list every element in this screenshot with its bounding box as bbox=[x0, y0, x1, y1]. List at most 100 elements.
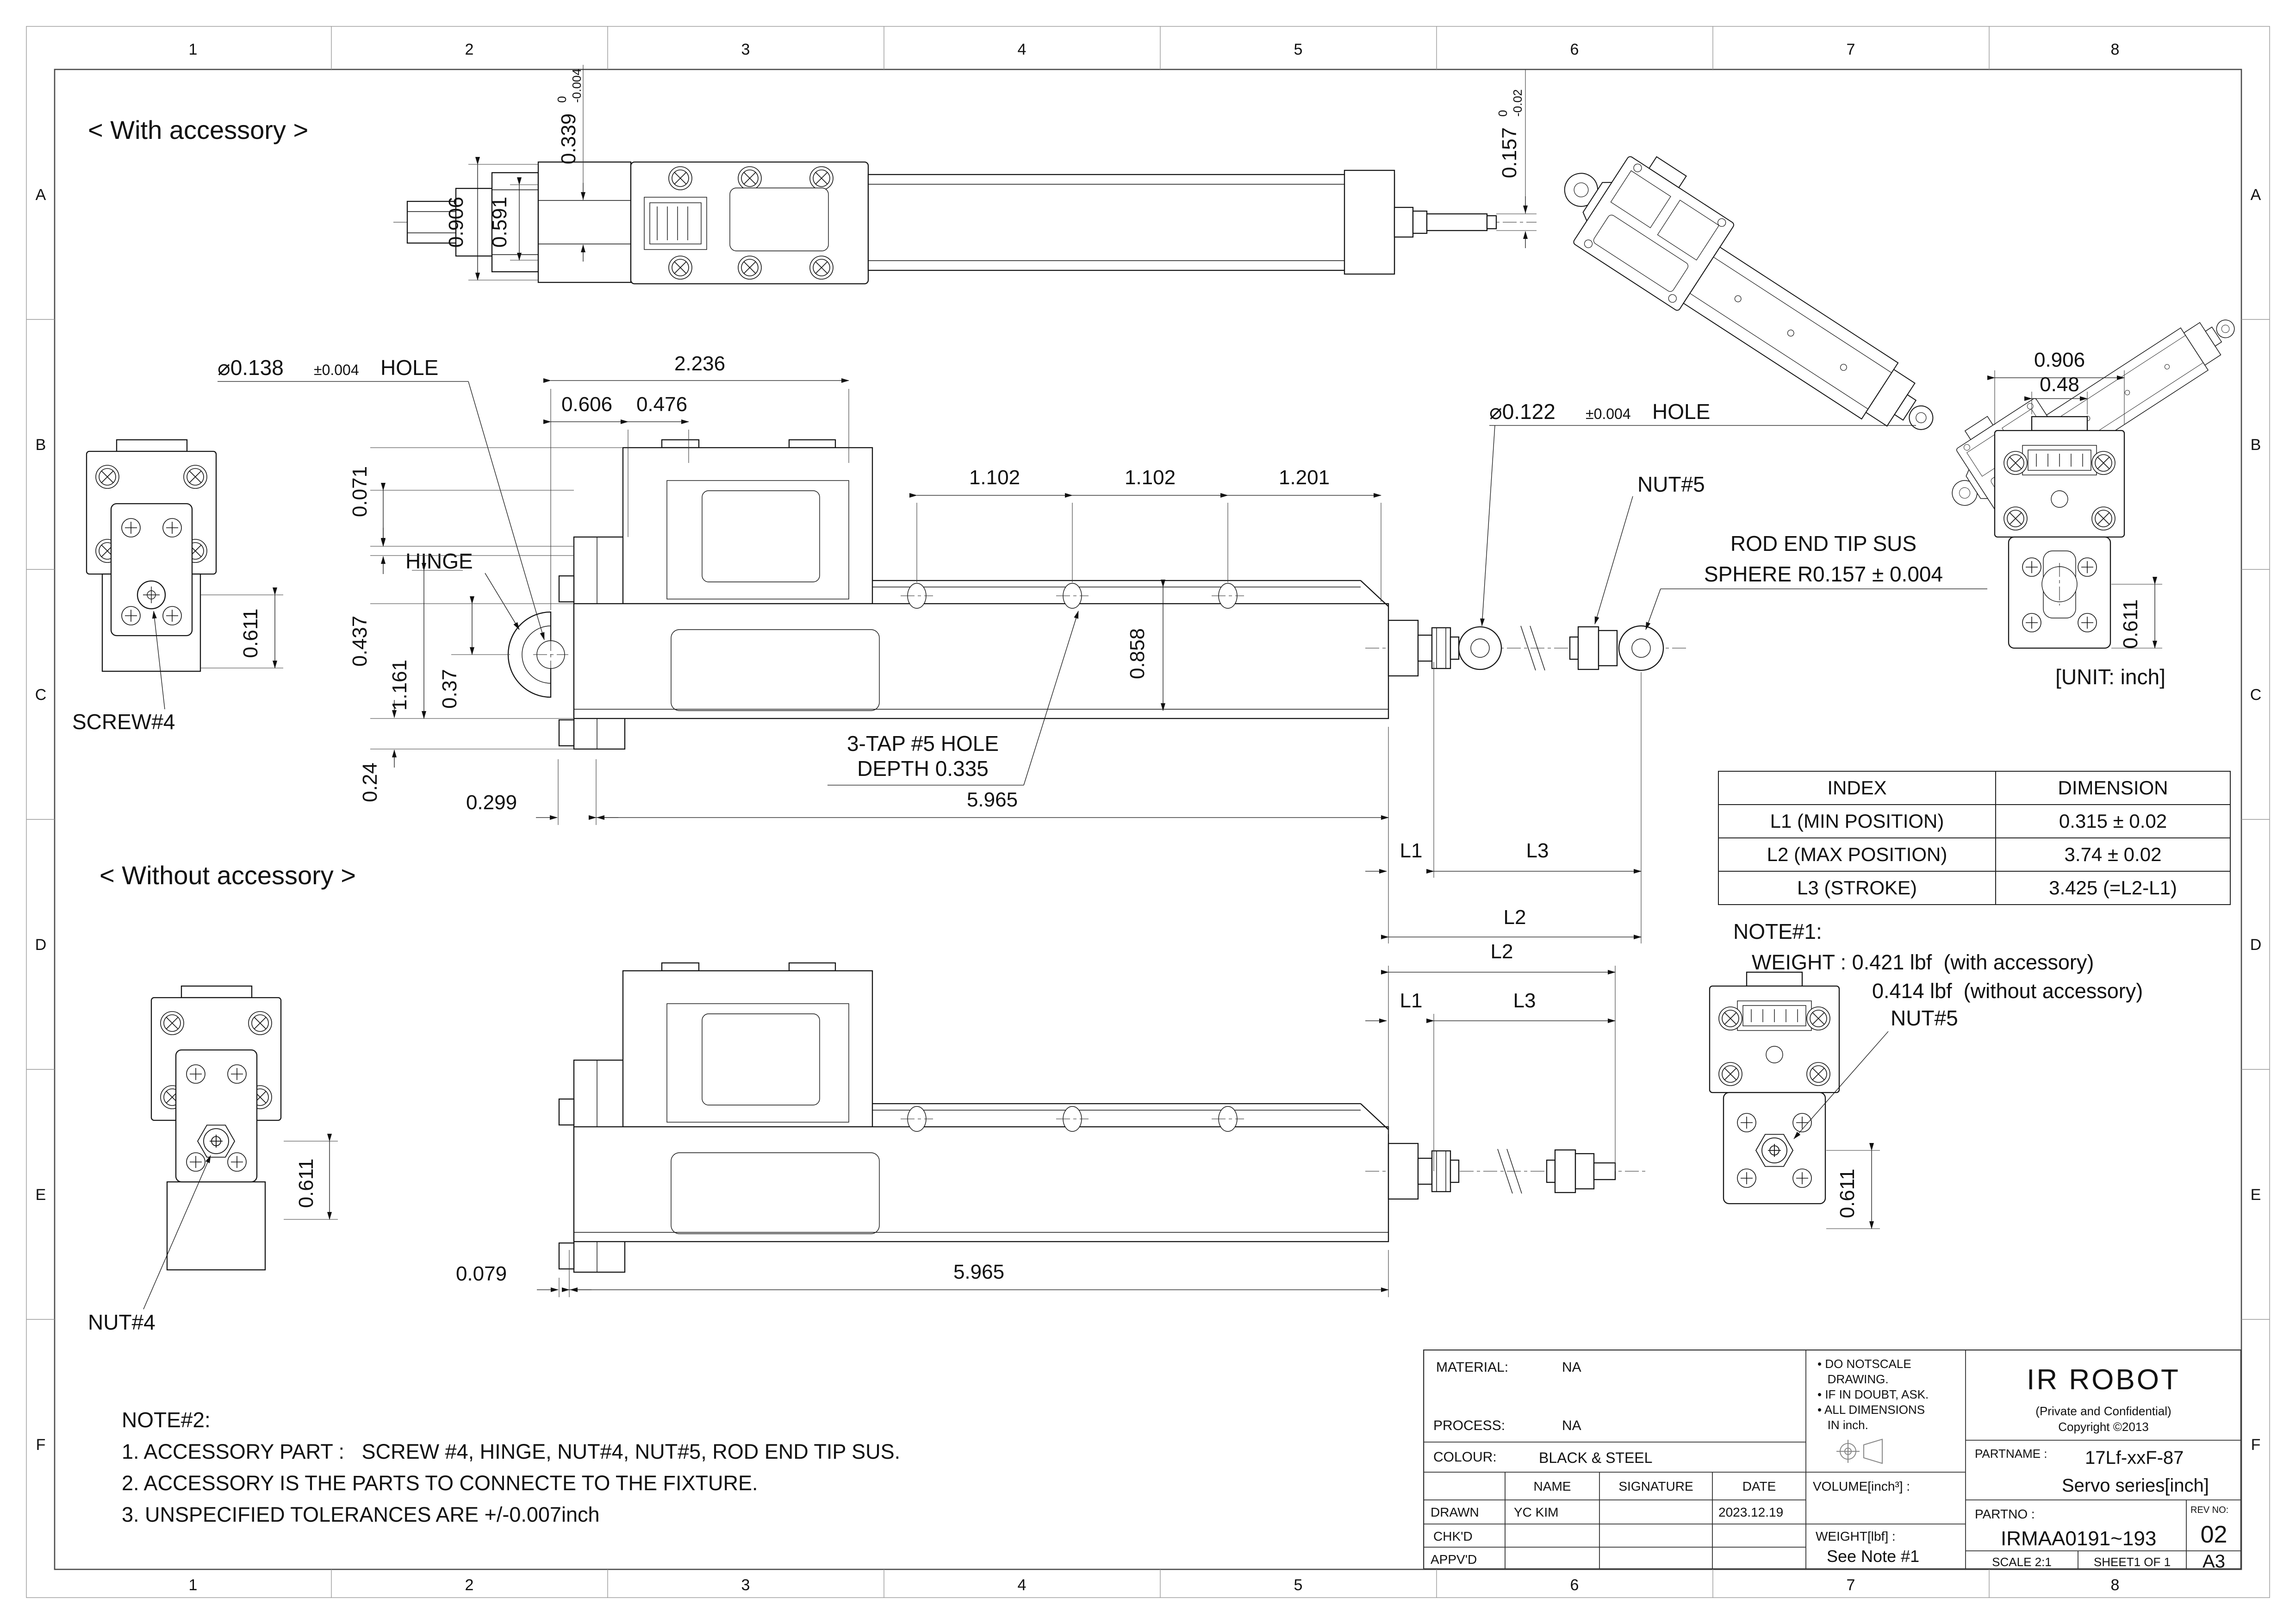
hole122-callout: ⌀0.122 ±0.004 HOLE bbox=[1480, 400, 1916, 626]
dim-0299: 0.299 bbox=[466, 791, 517, 814]
dim-1161: 1.161 bbox=[388, 660, 411, 711]
nut5-label-view2: NUT#5 bbox=[1891, 1006, 1958, 1030]
note2-block: NOTE#2: 1. ACCESSORY PART : SCREW #4, HI… bbox=[122, 1407, 900, 1527]
colour-value: BLACK & STEEL bbox=[1539, 1449, 1653, 1466]
dim-0611-view2-left: 0.611 bbox=[295, 1159, 317, 1208]
view1-rod-assembly bbox=[1365, 619, 1689, 677]
dim-2236: 2.236 bbox=[674, 352, 725, 375]
svg-text:SPHERE R0.157 ± 0.004: SPHERE R0.157 ± 0.004 bbox=[1704, 562, 1943, 586]
zone-col-label: 7 bbox=[1847, 41, 1855, 58]
title-with-accessory: < With accessory > bbox=[88, 115, 308, 144]
hole138-callout: ⌀0.138 ±0.004 HOLE bbox=[218, 356, 545, 640]
partname-value-1: 17Lf-xxF-87 bbox=[2085, 1448, 2184, 1468]
border-grid: 1 2 3 4 5 6 7 8 1 2 3 4 5 6 7 8 A B C D … bbox=[26, 26, 2270, 1598]
zone-col-label: 3 bbox=[741, 1576, 750, 1594]
process-value: NA bbox=[1562, 1418, 1581, 1433]
confidential-note: (Private and Confidential) bbox=[2035, 1404, 2172, 1418]
zone-row-label: E bbox=[36, 1186, 46, 1204]
svg-text:-0.004: -0.004 bbox=[570, 69, 584, 103]
view1-hinge bbox=[507, 611, 568, 698]
svg-text:-0.02: -0.02 bbox=[1511, 89, 1524, 117]
table-row: L1 (MIN POSITION) 0.315 ± 0.02 bbox=[1718, 804, 2231, 838]
zone-col-label: 7 bbox=[1847, 1576, 1855, 1594]
svg-text:3-TAP #5 HOLE: 3-TAP #5 HOLE bbox=[847, 731, 999, 756]
svg-text:0: 0 bbox=[555, 96, 569, 103]
zone-row-label: F bbox=[2251, 1436, 2261, 1454]
table-row: L2 (MAX POSITION) 3.74 ± 0.02 bbox=[1718, 837, 2231, 872]
view2-body bbox=[558, 962, 1389, 1273]
note2-item: 3. UNSPECIFIED TOLERANCES ARE +/-0.007in… bbox=[122, 1503, 600, 1526]
material-value: NA bbox=[1562, 1360, 1581, 1375]
dim-0611-view2-right: 0.611 bbox=[1836, 1169, 1859, 1218]
svg-text:HOLE: HOLE bbox=[1652, 400, 1710, 424]
dim-0157-top: 0.157 0 -0.02 bbox=[1496, 89, 1524, 178]
partno-value: IRMAA0191~193 bbox=[2001, 1527, 2157, 1550]
revno-value: 02 bbox=[2200, 1521, 2228, 1548]
material-label: MATERIAL: bbox=[1436, 1360, 1509, 1375]
dim-0071: 0.071 bbox=[348, 466, 371, 517]
tb-note-line: • DO NOTSCALE bbox=[1817, 1357, 1911, 1371]
process-label: PROCESS: bbox=[1433, 1418, 1506, 1433]
drawn-name: YC KIM bbox=[1514, 1505, 1559, 1519]
zone-col-label: 8 bbox=[2111, 1576, 2120, 1594]
zone-col-label: 6 bbox=[1570, 41, 1579, 58]
col-date-header: DATE bbox=[1742, 1479, 1776, 1493]
zone-row-label: C bbox=[2250, 686, 2262, 704]
drawn-label: DRAWN bbox=[1431, 1505, 1479, 1519]
dim-L2-view2: L2 bbox=[1491, 940, 1513, 963]
index-cell: L1 (MIN POSITION) bbox=[1718, 804, 1996, 838]
zone-row-label: C bbox=[35, 686, 47, 704]
note2-title: NOTE#2: bbox=[122, 1408, 211, 1432]
zone-col-label: 1 bbox=[189, 41, 198, 58]
view1-left-end-view: 0.611 SCREW#4 bbox=[72, 439, 283, 734]
appvd-label: APPV'D bbox=[1431, 1552, 1477, 1567]
sheet-size: A3 bbox=[2203, 1551, 2225, 1572]
zone-col-label: 2 bbox=[465, 41, 474, 58]
dim-024: 0.24 bbox=[359, 762, 381, 802]
view1-right-end-view: 0.906 0.48 0.611 [UNIT: inch] bbox=[1987, 349, 2165, 689]
dim-1102b: 1.102 bbox=[1125, 466, 1176, 489]
dim-L3-view2: L3 bbox=[1513, 989, 1536, 1012]
title-without-accessory: < Without accessory > bbox=[100, 861, 356, 890]
partno-label: PARTNO : bbox=[1975, 1507, 2035, 1521]
note2-item: 1. ACCESSORY PART : SCREW #4, HINGE, NUT… bbox=[122, 1440, 901, 1463]
dim-0591-top: 0.591 bbox=[488, 197, 511, 248]
dim-037: 0.37 bbox=[438, 669, 461, 709]
nut4-label: NUT#4 bbox=[88, 1310, 156, 1334]
note1-block: NOTE#1: WEIGHT : 0.421 lbf (with accesso… bbox=[1733, 919, 2143, 1003]
zone-row-label: D bbox=[2250, 936, 2262, 954]
scale-value: SCALE 2:1 bbox=[1992, 1555, 2052, 1569]
third-angle-projection-icon bbox=[1836, 1438, 1883, 1464]
nut5-label-view1: NUT#5 bbox=[1637, 472, 1705, 496]
index-cell: L3 (STROKE) bbox=[1718, 871, 1996, 905]
chkd-label: CHK'D bbox=[1433, 1529, 1473, 1543]
svg-text:⌀0.138: ⌀0.138 bbox=[218, 356, 284, 380]
dim-L2-view1: L2 bbox=[1504, 906, 1526, 929]
dim-0079: 0.079 bbox=[456, 1262, 507, 1285]
tb-note-line: IN inch. bbox=[1817, 1418, 1868, 1432]
dim-0606: 0.606 bbox=[561, 393, 612, 416]
col-name-header: NAME bbox=[1533, 1479, 1571, 1493]
dim-L1-view1: L1 bbox=[1400, 839, 1423, 862]
dim-0437: 0.437 bbox=[348, 616, 371, 667]
svg-text:ROD END TIP SUS: ROD END TIP SUS bbox=[1730, 531, 1916, 556]
dim-0611-view1-left: 0.611 bbox=[239, 609, 262, 658]
dim-L1-view2: L1 bbox=[1400, 989, 1423, 1012]
side-view-with-accessory: 0.611 SCREW#4 ⌀0.138 ±0.004 HOLE HINGE bbox=[72, 349, 2165, 943]
zone-col-label: 2 bbox=[465, 1576, 474, 1594]
zone-col-label: 5 bbox=[1294, 1576, 1303, 1594]
zone-row-label: F bbox=[36, 1436, 46, 1454]
screw4-label: SCREW#4 bbox=[72, 710, 175, 734]
dim-0611-view1-right: 0.611 bbox=[2119, 600, 2142, 649]
tb-note-line: • IF IN DOUBT, ASK. bbox=[1817, 1387, 1929, 1401]
dim-0858: 0.858 bbox=[1126, 628, 1149, 679]
dim-1201: 1.201 bbox=[1279, 466, 1330, 489]
zone-row-label: B bbox=[36, 436, 46, 454]
dimension-cell: 3.425 (=L2-L1) bbox=[1995, 871, 2231, 905]
title-block: MATERIAL: NA PROCESS: NA COLOUR: BLACK &… bbox=[1423, 1349, 2242, 1572]
zone-col-label: 4 bbox=[1018, 41, 1027, 58]
side-view-without-accessory: 0.611 NUT#4 bbox=[88, 940, 1958, 1334]
zone-row-label: D bbox=[35, 936, 47, 954]
svg-text:0.157: 0.157 bbox=[1498, 127, 1521, 178]
zone-row-label: A bbox=[36, 186, 46, 204]
